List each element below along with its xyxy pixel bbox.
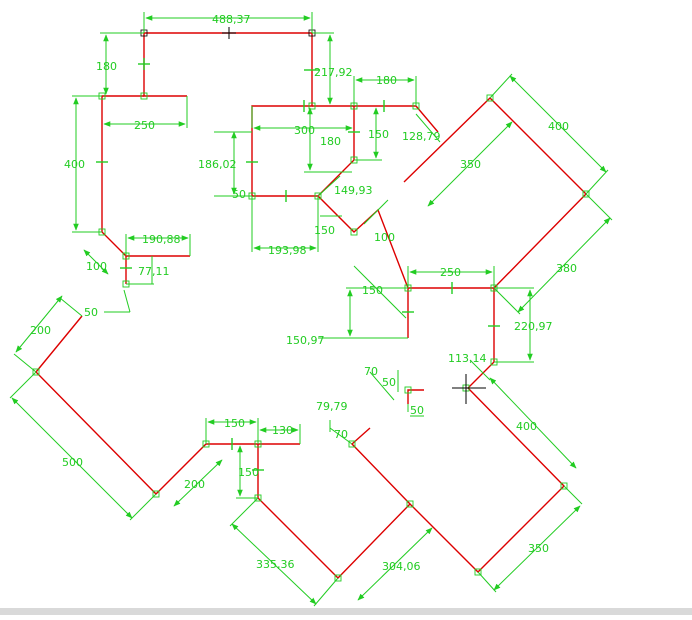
dim-label-diag-200[interactable]: 200 xyxy=(30,324,51,337)
dimension-labels: 488,37 180 250 400 190,88 100 77,11 50 2… xyxy=(30,13,577,573)
node-square-icon[interactable] xyxy=(582,190,590,198)
outline-bottom-notch[interactable] xyxy=(350,427,411,505)
dim-label-inner-193[interactable]: 193,98 xyxy=(268,244,307,257)
outline-inner-vert[interactable] xyxy=(317,106,355,197)
dim-label-left-height[interactable]: 400 xyxy=(64,158,85,171)
crosshair-cursor-icon xyxy=(222,27,486,404)
outline-top-left[interactable] xyxy=(143,32,495,389)
node-square-icon[interactable] xyxy=(406,500,414,508)
dim-label-bottom-150[interactable]: 150 xyxy=(224,417,245,430)
dim-label-square-380[interactable]: 380 xyxy=(556,262,577,275)
dim-label-small-50a[interactable]: 50 xyxy=(382,376,396,389)
dim-label-bottom-79[interactable]: 79,79 xyxy=(316,400,348,413)
constraint-ticks xyxy=(96,58,500,471)
dim-label-mid-250[interactable]: 250 xyxy=(440,266,461,279)
dim-label-shelf[interactable]: 250 xyxy=(134,119,155,132)
dim-label-mid-150-97[interactable]: 150,97 xyxy=(286,334,325,347)
dim-label-diag-200b[interactable]: 200 xyxy=(184,478,205,491)
dim-label-left-top[interactable]: 180 xyxy=(96,60,117,73)
dim-label-square-400[interactable]: 400 xyxy=(548,120,569,133)
node-square-icon[interactable] xyxy=(404,386,412,394)
dim-label-inner-300[interactable]: 300 xyxy=(294,124,315,137)
node-square-icon[interactable] xyxy=(474,568,482,576)
dim-label-inner-186[interactable]: 186,02 xyxy=(198,158,237,171)
dim-label-mid-113[interactable]: 113,14 xyxy=(448,352,487,365)
dim-label-mid-150[interactable]: 150 xyxy=(362,284,383,297)
node-square-icon[interactable] xyxy=(486,94,494,102)
dimensions xyxy=(9,12,613,607)
dim-label-bottom-304[interactable]: 304,06 xyxy=(382,560,421,573)
dim-label-square-350[interactable]: 350 xyxy=(460,158,481,171)
dim-label-inner-180a[interactable]: 180 xyxy=(376,74,397,87)
node-square-icon[interactable] xyxy=(560,482,568,490)
dim-label-bottom-70[interactable]: 70 xyxy=(334,428,348,441)
dim-label-small-70[interactable]: 70 xyxy=(364,365,378,378)
dim-label-inner-150b[interactable]: 150 xyxy=(314,224,335,237)
dim-label-inner-height[interactable]: 217,92 xyxy=(314,66,353,79)
dim-label-inner-50[interactable]: 50 xyxy=(232,188,246,201)
dim-label-inner-150[interactable]: 150 xyxy=(368,128,389,141)
node-square-icon[interactable] xyxy=(152,490,160,498)
node-square-icon[interactable] xyxy=(348,440,356,448)
dim-label-50[interactable]: 50 xyxy=(84,306,98,319)
dim-label-inner-149[interactable]: 149,93 xyxy=(334,184,373,197)
dim-label-diag-500[interactable]: 500 xyxy=(62,456,83,469)
dim-label-77[interactable]: 77,11 xyxy=(138,265,170,278)
status-strip xyxy=(0,608,692,615)
node-square-icon[interactable] xyxy=(32,368,40,376)
dim-label-inner-180b[interactable]: 180 xyxy=(320,135,341,148)
dim-label-top-width[interactable]: 488,37 xyxy=(212,13,251,26)
node-square-icon[interactable] xyxy=(350,228,358,236)
dim-label-bottom-400[interactable]: 400 xyxy=(516,420,537,433)
outline-small-hook[interactable] xyxy=(407,389,424,404)
dim-label-mid-220[interactable]: 220,97 xyxy=(514,320,553,333)
sketch-geometry[interactable] xyxy=(35,32,587,579)
node-square-icon[interactable] xyxy=(334,574,342,582)
node-square-icon[interactable] xyxy=(140,92,148,100)
dim-label-100[interactable]: 100 xyxy=(86,260,107,273)
dim-label-bottom-150b[interactable]: 150 xyxy=(238,466,259,479)
dim-label-bottom-130[interactable]: 130 xyxy=(272,424,293,437)
dim-label-inner-128[interactable]: 128,79 xyxy=(402,130,441,143)
dim-label-inner-100[interactable]: 100 xyxy=(374,231,395,244)
dim-label-small-50b[interactable]: 50 xyxy=(410,404,424,417)
dim-label-bottom-350[interactable]: 350 xyxy=(528,542,549,555)
dim-label-bottom-335[interactable]: 335,36 xyxy=(256,558,295,571)
dim-label-step[interactable]: 190,88 xyxy=(142,233,181,246)
